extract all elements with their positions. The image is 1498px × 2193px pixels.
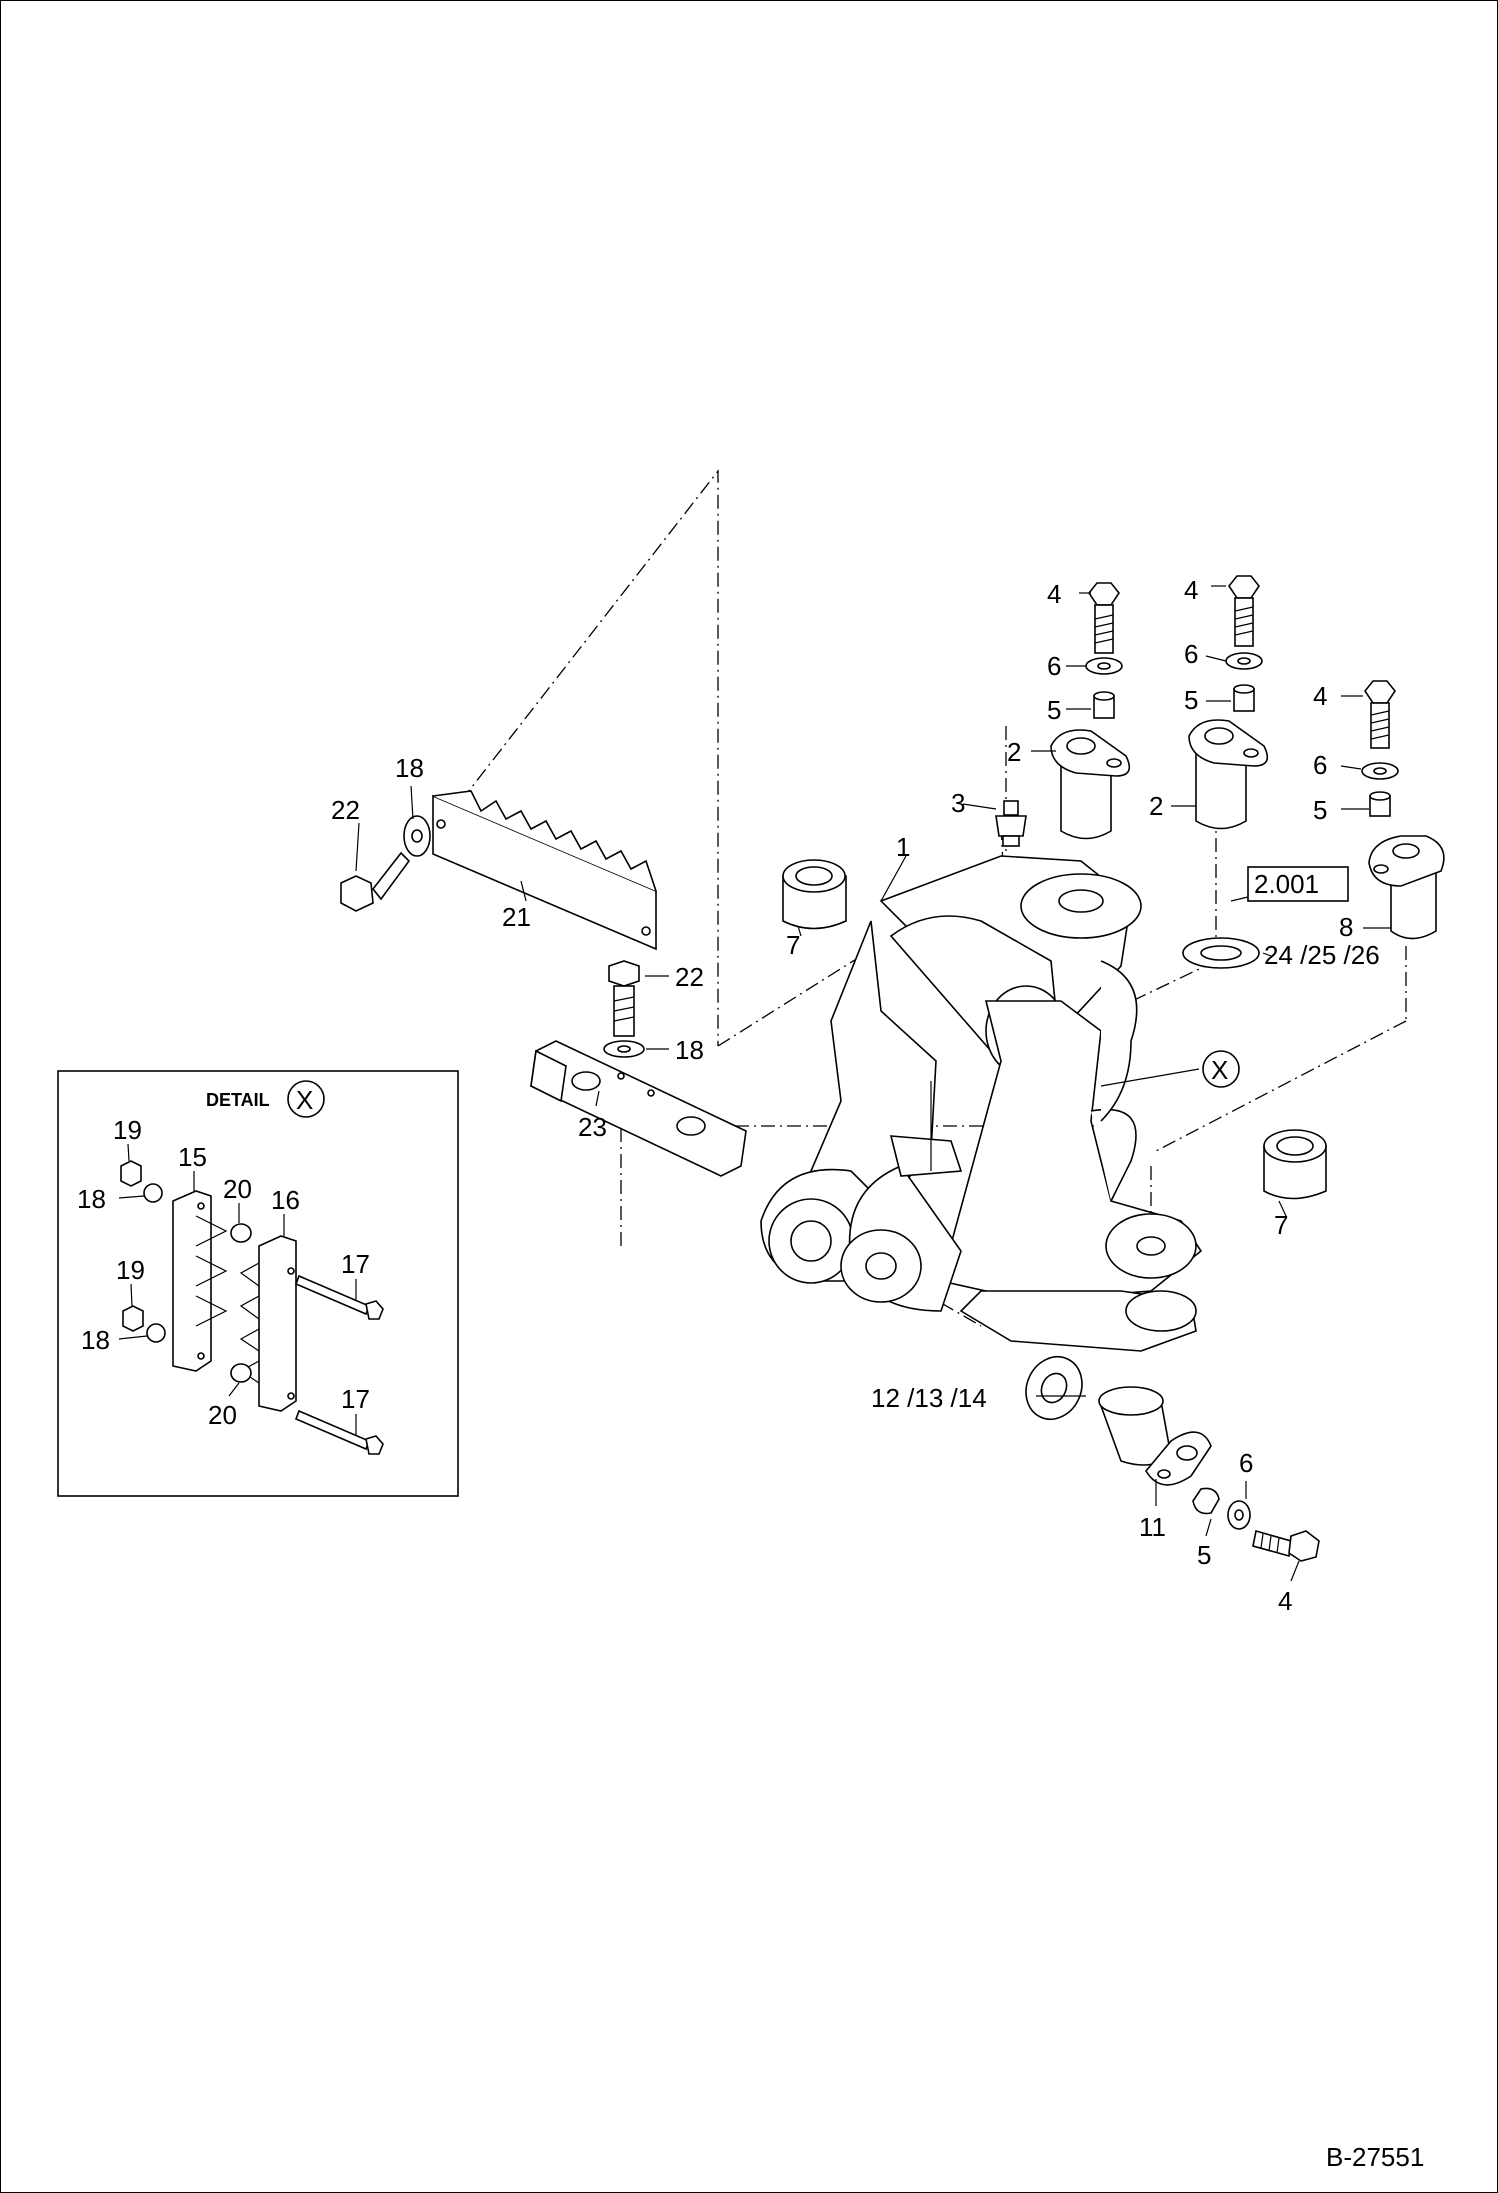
label-2: 2	[1149, 791, 1163, 821]
label-22: 22	[331, 795, 360, 825]
rail-part-23	[530, 1040, 747, 1177]
label-18: 18	[675, 1035, 704, 1065]
detail-frame	[57, 1070, 459, 1497]
pin-part-2-right	[1188, 719, 1269, 830]
callout-x-leader	[1100, 1068, 1200, 1087]
label-21: 21	[502, 902, 531, 932]
label-7: 7	[786, 930, 800, 960]
detail-washer-18	[143, 1183, 163, 1203]
bolt-part-22-lower	[603, 960, 645, 1058]
label-4: 4	[1278, 1586, 1292, 1616]
detail-bolt-17	[294, 1409, 371, 1451]
callout-x-text: X	[1211, 1055, 1228, 1085]
detail-spacer-20	[230, 1363, 252, 1383]
bolt-stack-right	[1361, 680, 1399, 817]
detail-nut-19	[122, 1305, 144, 1332]
reference-box-text: 2.001	[1254, 869, 1319, 899]
detail-bolt-17	[294, 1274, 371, 1316]
label-4: 4	[1047, 579, 1061, 609]
bushing-part-7-left	[782, 859, 847, 930]
main-bracket-part-1	[760, 855, 1203, 1352]
bolt-stack-left	[1085, 582, 1123, 719]
assembly-lines	[460, 469, 1407, 1327]
label-17: 17	[341, 1384, 370, 1414]
detail-nut-19	[120, 1160, 142, 1187]
pin-part-11	[1098, 1386, 1212, 1486]
bolt-part-22-top	[340, 815, 431, 912]
label-6: 6	[1047, 651, 1061, 681]
label-6: 6	[1239, 1448, 1253, 1478]
label-7: 7	[1274, 1210, 1288, 1240]
detail-washer-18	[146, 1323, 166, 1343]
label-6: 6	[1184, 639, 1198, 669]
label-20: 20	[208, 1400, 237, 1430]
label-3: 3	[951, 788, 965, 818]
label-17: 17	[341, 1249, 370, 1279]
detail-x-panel: DETAIL X	[57, 1070, 459, 1497]
washer-part-12-14	[1025, 1356, 1083, 1420]
detail-title: DETAIL	[206, 1090, 270, 1110]
label-19: 19	[113, 1115, 142, 1145]
callout-x-circle	[1202, 1050, 1240, 1088]
reference-box-frame	[1247, 866, 1349, 902]
label-20: 20	[223, 1174, 252, 1204]
label-15: 15	[178, 1142, 207, 1172]
label-12-14: 12 /13 /14	[871, 1383, 987, 1413]
label-18: 18	[395, 753, 424, 783]
pin-part-8	[1368, 835, 1445, 940]
label-19: 19	[116, 1255, 145, 1285]
label-5: 5	[1047, 695, 1061, 725]
label-2: 2	[1007, 737, 1021, 767]
reference-leader	[1230, 896, 1249, 902]
grease-nipple-part-3	[995, 800, 1027, 847]
leader-lines	[355, 585, 1391, 1582]
pin-part-2-left	[1050, 729, 1131, 840]
label-23: 23	[578, 1112, 607, 1142]
part-labels: 4 6 5 2 4 6 5 2 4 6 5 8 24 /25 /26 3 1 7…	[331, 575, 1380, 1616]
label-11: 11	[1139, 1512, 1166, 1542]
label-5: 5	[1197, 1540, 1211, 1570]
detail-spacer-20	[230, 1223, 252, 1243]
rack-part-21	[432, 790, 657, 951]
label-18: 18	[77, 1184, 106, 1214]
detail-marker-text: X	[296, 1085, 313, 1115]
label-24-26: 24 /25 /26	[1264, 940, 1380, 970]
label-16: 16	[271, 1185, 300, 1215]
label-1: 1	[896, 832, 910, 862]
detail-part-15	[172, 1190, 212, 1372]
label-6: 6	[1313, 750, 1327, 780]
label-8: 8	[1339, 912, 1353, 942]
drawing-number: B-27551	[1326, 2142, 1424, 2172]
label-4: 4	[1184, 575, 1198, 605]
label-5: 5	[1184, 685, 1198, 715]
label-5: 5	[1313, 795, 1327, 825]
bushing-part-7-right	[1263, 1129, 1327, 1200]
washer-part-24-26	[1182, 937, 1260, 969]
label-22: 22	[675, 962, 704, 992]
label-18: 18	[81, 1325, 110, 1355]
label-4: 4	[1313, 681, 1327, 711]
bolt-stack-bottom	[1192, 1487, 1320, 1562]
detail-part-16	[258, 1235, 297, 1412]
bolt-stack-middle	[1225, 575, 1263, 712]
detail-marker-circle	[287, 1080, 325, 1118]
